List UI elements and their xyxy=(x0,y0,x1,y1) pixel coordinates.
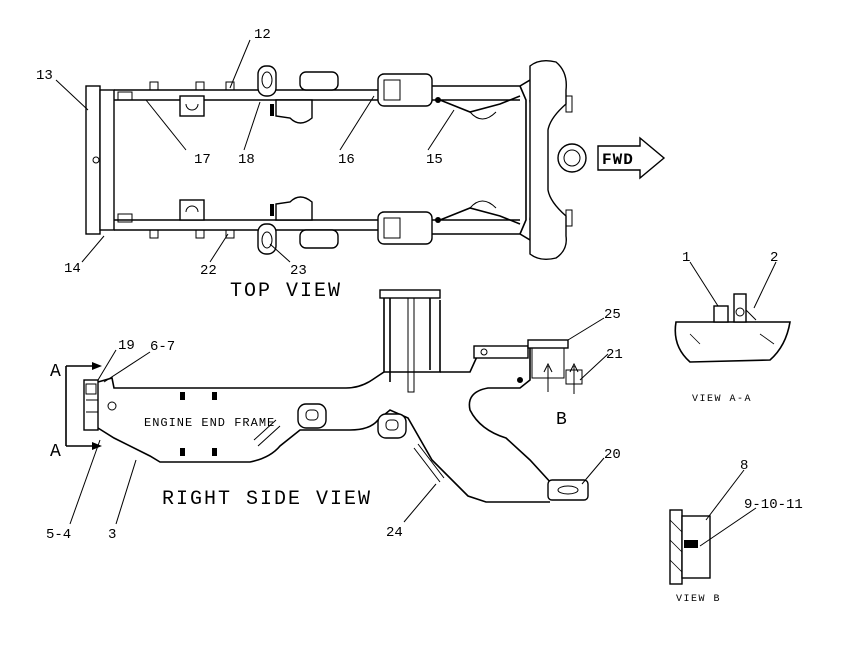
callout-15: 15 xyxy=(426,152,443,168)
mount-lower-1 xyxy=(179,199,205,221)
callout-17: 17 xyxy=(194,152,211,168)
side-lug-2 xyxy=(377,413,407,439)
mount-upper-1 xyxy=(179,95,205,117)
callout-6-7: 6-7 xyxy=(150,339,175,355)
pad-upper xyxy=(275,99,313,124)
fwd-arrow xyxy=(597,136,666,180)
callout-20: 20 xyxy=(604,447,621,463)
callout-19: 19 xyxy=(118,338,135,354)
section-a-top: A xyxy=(50,362,61,382)
engine-end-frame-label: ENGINE END FRAME xyxy=(144,416,275,430)
block-lower xyxy=(377,211,433,245)
callout-1: 1 xyxy=(682,250,690,266)
callout-23: 23 xyxy=(290,263,307,279)
top-view-title: TOP VIEW xyxy=(230,280,342,303)
callouts: 12 13 14 17 18 16 15 22 23 19 6-7 5-4 3 … xyxy=(36,27,803,543)
view-b: VIEW B xyxy=(669,509,721,605)
callout-16: 16 xyxy=(338,152,355,168)
pivot-boss xyxy=(557,143,587,173)
ear-lug-lower xyxy=(257,223,277,255)
callout-21: 21 xyxy=(606,347,623,363)
ear-lug-upper xyxy=(257,65,277,97)
side-end-plate xyxy=(83,379,99,431)
frame-top-edge xyxy=(97,292,385,389)
hitch-yoke xyxy=(519,85,527,235)
callout-5-4: 5-4 xyxy=(46,527,71,543)
callout-25: 25 xyxy=(604,307,621,323)
callout-14: 14 xyxy=(64,261,81,277)
callout-22: 22 xyxy=(200,263,217,279)
callout-18: 18 xyxy=(238,152,255,168)
callout-12: 12 xyxy=(254,27,271,43)
callout-8: 8 xyxy=(740,458,748,474)
callout-24: 24 xyxy=(386,525,403,541)
callout-3: 3 xyxy=(108,527,116,543)
leader-lines xyxy=(55,39,777,547)
view-b-title: VIEW B xyxy=(676,594,721,605)
section-a-bottom: A xyxy=(50,442,61,462)
fwd-label: FWD xyxy=(602,151,634,169)
callout-13: 13 xyxy=(36,68,53,84)
callout-2: 2 xyxy=(770,250,778,266)
pad-lower xyxy=(275,196,313,221)
lower-pin-boss xyxy=(547,479,589,501)
right-side-view-title: RIGHT SIDE VIEW xyxy=(162,488,372,511)
pivot-pad xyxy=(527,339,569,349)
block-upper xyxy=(377,73,433,107)
section-b: B xyxy=(556,410,567,430)
side-lug-1 xyxy=(297,403,327,429)
right-side-view: A A B ENGINE END FRAME RIGHT SIDE VIEW xyxy=(50,289,589,511)
view-aa: VIEW A-A xyxy=(674,293,791,405)
view-aa-title: VIEW A-A xyxy=(692,394,752,405)
top-view: FWD TOP VIEW xyxy=(85,59,666,303)
callout-9-10-11: 9-10-11 xyxy=(744,497,803,513)
